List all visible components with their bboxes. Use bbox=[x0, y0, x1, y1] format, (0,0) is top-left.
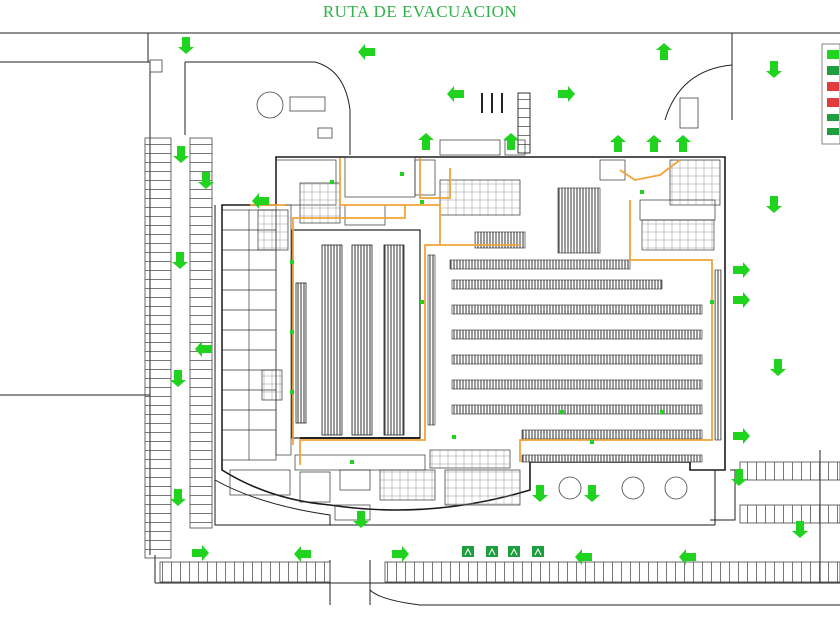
legend-icon bbox=[827, 128, 839, 135]
evacuation-arrow-icon bbox=[447, 86, 464, 102]
evacuation-arrow-icon bbox=[294, 546, 311, 562]
evacuation-arrow-icon bbox=[792, 521, 808, 538]
evacuation-arrow-icon bbox=[170, 489, 186, 506]
sales-floor-gondolas bbox=[427, 187, 722, 463]
evacuation-arrow-icon bbox=[418, 133, 434, 150]
evacuation-arrow-icon bbox=[172, 252, 188, 269]
parking-left bbox=[144, 137, 213, 559]
loading-dock-top bbox=[481, 92, 531, 154]
evacuation-arrow-icon bbox=[503, 133, 519, 150]
evacuation-arrow-icon bbox=[178, 37, 194, 54]
legend-icon bbox=[827, 114, 839, 121]
exit-sign-icon bbox=[462, 546, 474, 557]
evacuation-arrow-icon bbox=[584, 485, 600, 502]
evacuation-arrows bbox=[170, 37, 808, 565]
evacuation-arrow-icon bbox=[610, 135, 626, 152]
evacuation-arrow-icon bbox=[656, 43, 672, 60]
exit-sign-icon bbox=[532, 546, 544, 557]
evacuation-arrow-icon bbox=[646, 135, 662, 152]
offices-top bbox=[299, 139, 721, 226]
evacuation-arrow-icon bbox=[252, 193, 269, 209]
evacuation-arrow-icon bbox=[170, 370, 186, 387]
evacuation-arrow-icon bbox=[575, 549, 592, 565]
evacuation-arrow-icon bbox=[532, 485, 548, 502]
evacuation-arrow-icon bbox=[766, 196, 782, 213]
evacuation-arrow-icon bbox=[766, 61, 782, 78]
exit-sign-icon bbox=[486, 546, 498, 557]
evacuation-arrow-icon bbox=[192, 545, 209, 561]
evacuation-arrow-icon bbox=[173, 146, 189, 163]
evacuation-arrow-icon bbox=[198, 172, 214, 189]
route-markers bbox=[290, 172, 714, 464]
evacuation-arrow-icon bbox=[675, 135, 691, 152]
evacuation-arrow-icon bbox=[733, 292, 750, 308]
front-area bbox=[229, 449, 521, 521]
exit-signs bbox=[462, 546, 544, 557]
legend-icon bbox=[827, 82, 839, 91]
legend bbox=[821, 43, 840, 145]
legend-icon bbox=[827, 50, 839, 59]
evacuation-arrow-icon bbox=[358, 44, 375, 60]
evacuation-arrow-icon bbox=[733, 262, 750, 278]
legend-icon bbox=[827, 66, 839, 75]
exit-sign-icon bbox=[508, 546, 520, 557]
evacuation-arrow-icon bbox=[770, 359, 786, 376]
storage-racks bbox=[291, 229, 526, 439]
legend-icon bbox=[827, 98, 839, 107]
evacuation-arrow-icon bbox=[679, 549, 696, 565]
evacuation-arrow-icon bbox=[195, 341, 212, 357]
evacuation-arrow-icon bbox=[731, 469, 747, 486]
parking-bottom bbox=[159, 461, 840, 583]
evacuation-arrow-icon bbox=[392, 546, 409, 562]
building-outline bbox=[214, 156, 726, 526]
evacuation-arrow-icon bbox=[558, 86, 575, 102]
offices-left bbox=[221, 159, 337, 461]
site-features bbox=[149, 59, 699, 500]
evacuation-arrow-icon bbox=[353, 511, 369, 528]
plan-title: RUTA DE EVACUACION bbox=[322, 2, 518, 21]
evacuation-arrow-icon bbox=[733, 428, 750, 444]
